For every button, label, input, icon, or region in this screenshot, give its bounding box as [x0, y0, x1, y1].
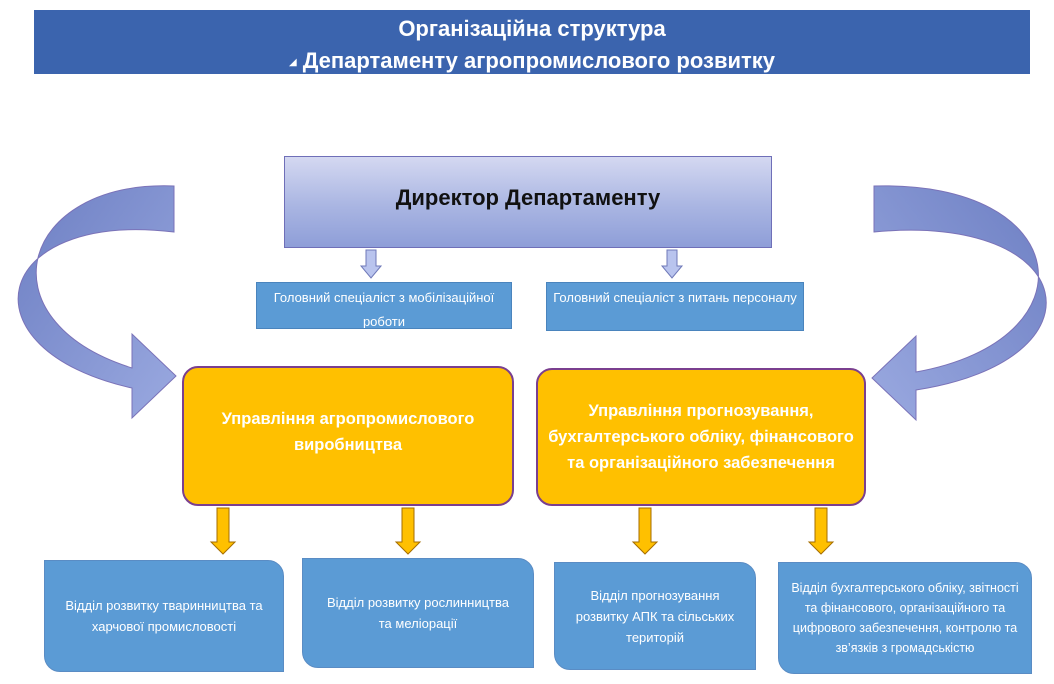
- unit-accounting-box: Відділ бухгалтерського обліку, звітності…: [778, 562, 1032, 674]
- unit-livestock-box: Відділ розвитку тваринництва та харчової…: [44, 560, 284, 672]
- unit-forecasting-label: Відділ прогнозування розвитку АПК та сіл…: [575, 587, 735, 645]
- page-title-line-2-text: Департаменту агропромислового розвитку: [302, 48, 776, 73]
- specialist-personnel-box: Головний спеціаліст з питань персоналу: [546, 282, 804, 331]
- down-arrow-to-unit-3: [631, 507, 659, 555]
- right-curved-arrow: [871, 185, 1047, 422]
- department-agro-production-box: Управління агропромислового виробництва: [182, 366, 514, 506]
- page-title-line-1: Організаційна структура: [398, 16, 666, 41]
- specialist-personnel-label: Головний спеціаліст з питань персоналу: [553, 290, 797, 305]
- unit-accounting-label: Відділ бухгалтерського обліку, звітності…: [791, 581, 1019, 655]
- down-arrow-to-unit-2: [394, 507, 422, 555]
- unit-crop-production-label: Відділ розвитку рослинництва та меліорац…: [327, 595, 509, 631]
- director-box: Директор Департаменту: [284, 156, 772, 248]
- specialist-mobilization-label: Головний спеціаліст з мобілізаційної роб…: [273, 290, 495, 329]
- left-curved-arrow: [17, 185, 177, 420]
- down-arrow-to-specialist-2: [660, 249, 684, 279]
- specialist-mobilization-box: Головний спеціаліст з мобілізаційної роб…: [256, 282, 512, 329]
- title-banner: Організаційна структура ◢ Департаменту аг…: [34, 10, 1030, 74]
- unit-crop-production-box: Відділ розвитку рослинництва та меліорац…: [302, 558, 534, 668]
- unit-forecasting-box: Відділ прогнозування розвитку АПК та сіл…: [554, 562, 756, 670]
- page-title-line-2: ◢ Департаменту агропромислового розвитку: [34, 48, 1030, 74]
- down-arrow-to-unit-1: [209, 507, 237, 555]
- collapse-triangle-icon: ◢: [288, 57, 297, 68]
- down-arrow-to-specialist-1: [359, 249, 383, 279]
- department-agro-production-label: Управління агропромислового виробництва: [221, 410, 475, 454]
- down-arrow-to-unit-4: [807, 507, 835, 555]
- director-label: Директор Департаменту: [395, 185, 661, 210]
- department-forecasting-accounting-label: Управління прогнозування, бухгалтерськог…: [548, 402, 854, 472]
- unit-livestock-label: Відділ розвитку тваринництва та харчової…: [65, 598, 263, 634]
- department-forecasting-accounting-box: Управління прогнозування, бухгалтерськог…: [536, 368, 866, 506]
